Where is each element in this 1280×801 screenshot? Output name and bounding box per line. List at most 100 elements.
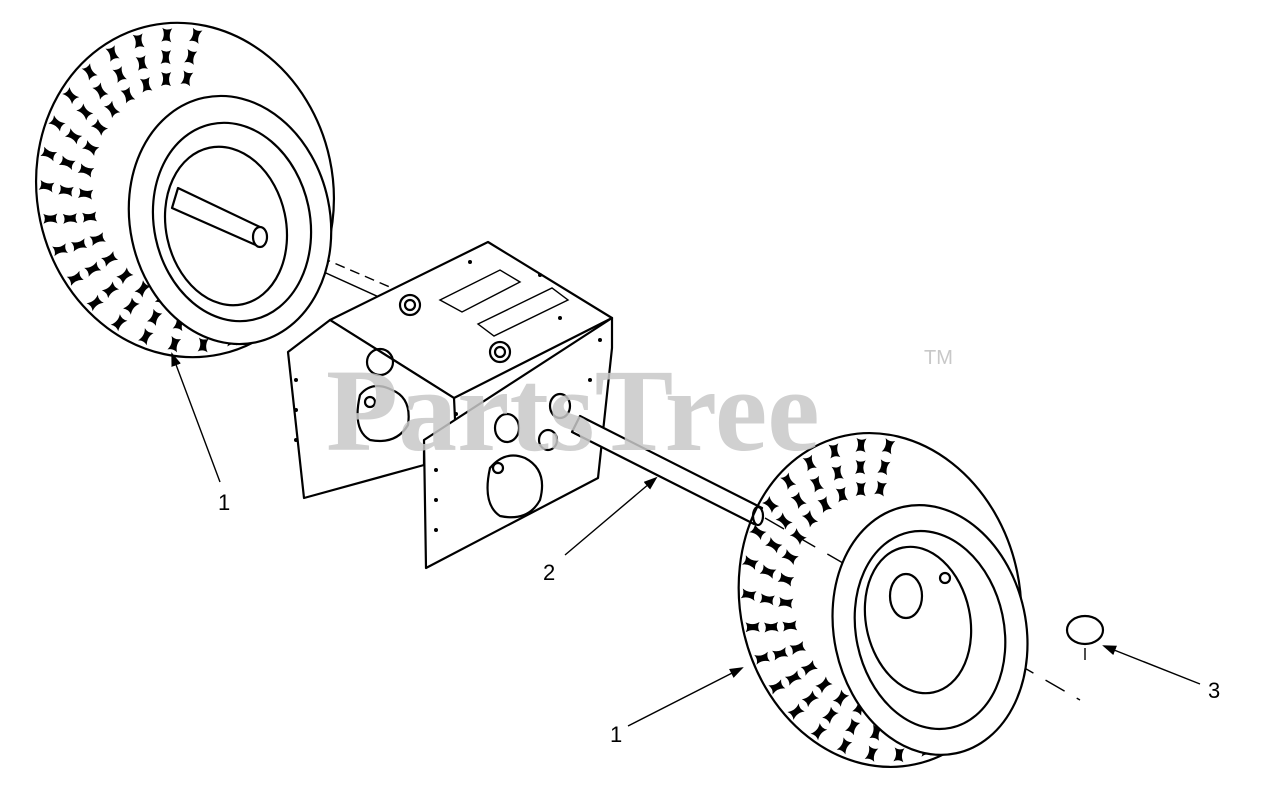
tread-lug [764,621,779,633]
tread-lug [64,128,83,145]
tread-lug [48,115,66,132]
frame-housing [286,240,614,570]
tread-lug [110,314,128,332]
tread-lug [877,459,891,476]
tread-lug [740,588,757,601]
tread-lug [116,267,134,285]
tread-lug [82,140,100,156]
tread-lug [835,486,849,503]
tread-lug [101,281,120,299]
tread-lug [777,572,795,587]
tread-lug [781,549,799,565]
tread-lug [855,437,867,453]
tread-lug [78,188,94,200]
tread-lug [40,146,58,162]
tread-lug [893,747,905,763]
tread-lug [197,337,209,353]
watermark: PartsTree TM [326,345,953,476]
tread-lug [775,512,793,530]
tread-lug [832,689,850,707]
svg-text:PartsTree: PartsTree [326,345,820,476]
tread-lug [772,647,789,661]
tread-lug [742,555,759,570]
tread-lug [855,459,866,475]
tread-lug [134,280,151,298]
tread-lug [123,297,140,315]
tread-lug [778,596,794,609]
tread-lug [845,718,861,736]
tread-lug [789,528,807,545]
tread-lug [874,480,887,497]
tread-lug [790,491,807,509]
tread-lug [759,564,777,579]
tread-lug [112,66,127,83]
left-wheel[interactable] [5,0,364,385]
tread-lug [120,86,136,104]
tread-lug [81,63,98,81]
tread-lug [43,213,58,224]
tread-lug [831,465,844,481]
tread-lug [52,243,69,257]
hub-cap[interactable] [1065,614,1105,660]
tread-lug [103,100,121,118]
tread-lug [768,679,786,695]
callout-leaders [171,352,1201,727]
tread-lug [800,660,818,676]
tread-lug [855,482,866,497]
tread-lug [132,33,145,49]
tread-lug [828,443,841,459]
frame-rivets [294,260,602,532]
tread-lug [822,706,839,724]
tread-lug [815,676,833,694]
tread-lug [138,328,154,346]
tread-lug [810,723,828,741]
callout-right-wheel: 1 [610,722,622,747]
tread-lug [58,184,74,197]
tread-lug [89,232,106,246]
tread-lug [105,45,120,62]
tread-lug [62,213,78,224]
tread-lug [160,49,172,65]
tread-lug [82,211,97,223]
tread-lug [184,48,198,65]
tread-lug [864,745,879,762]
tread-lug [745,621,760,633]
tread-lug [809,475,824,493]
tread-lug [147,308,163,326]
tread-lug [101,251,119,267]
tread-lug [801,690,819,708]
tread-lug [135,55,148,71]
tread-lug [754,651,771,665]
tread-lug [782,620,798,632]
tread-lug [58,155,76,171]
callout-hub-cap: 3 [1208,678,1220,703]
svg-text:TM: TM [924,347,953,369]
callout-left-wheel: 1 [218,490,230,515]
right-wheel[interactable] [708,407,1052,794]
tread-lug [160,71,172,87]
tread-lug [71,238,88,252]
tread-lug [76,103,94,121]
tread-lug [881,438,896,455]
tread-lug [802,454,817,472]
tread-lug [836,737,853,755]
tread-lug [38,179,55,193]
tread-lug [765,537,783,554]
tread-lug [780,472,797,490]
tread-lug [86,294,104,312]
tread-lug [801,510,819,528]
tread-lug [92,82,109,100]
tread-lug [817,496,833,513]
tread-lug [762,496,780,514]
tread-lug [789,641,806,655]
tread-lug [77,163,95,178]
tread-lug [161,27,173,43]
tread-lug [139,76,153,93]
tread-lug [188,27,203,44]
tread-lug [784,670,802,686]
tread-lug [180,70,194,87]
left-axle-tube [170,186,269,249]
tread-lug [66,270,84,286]
